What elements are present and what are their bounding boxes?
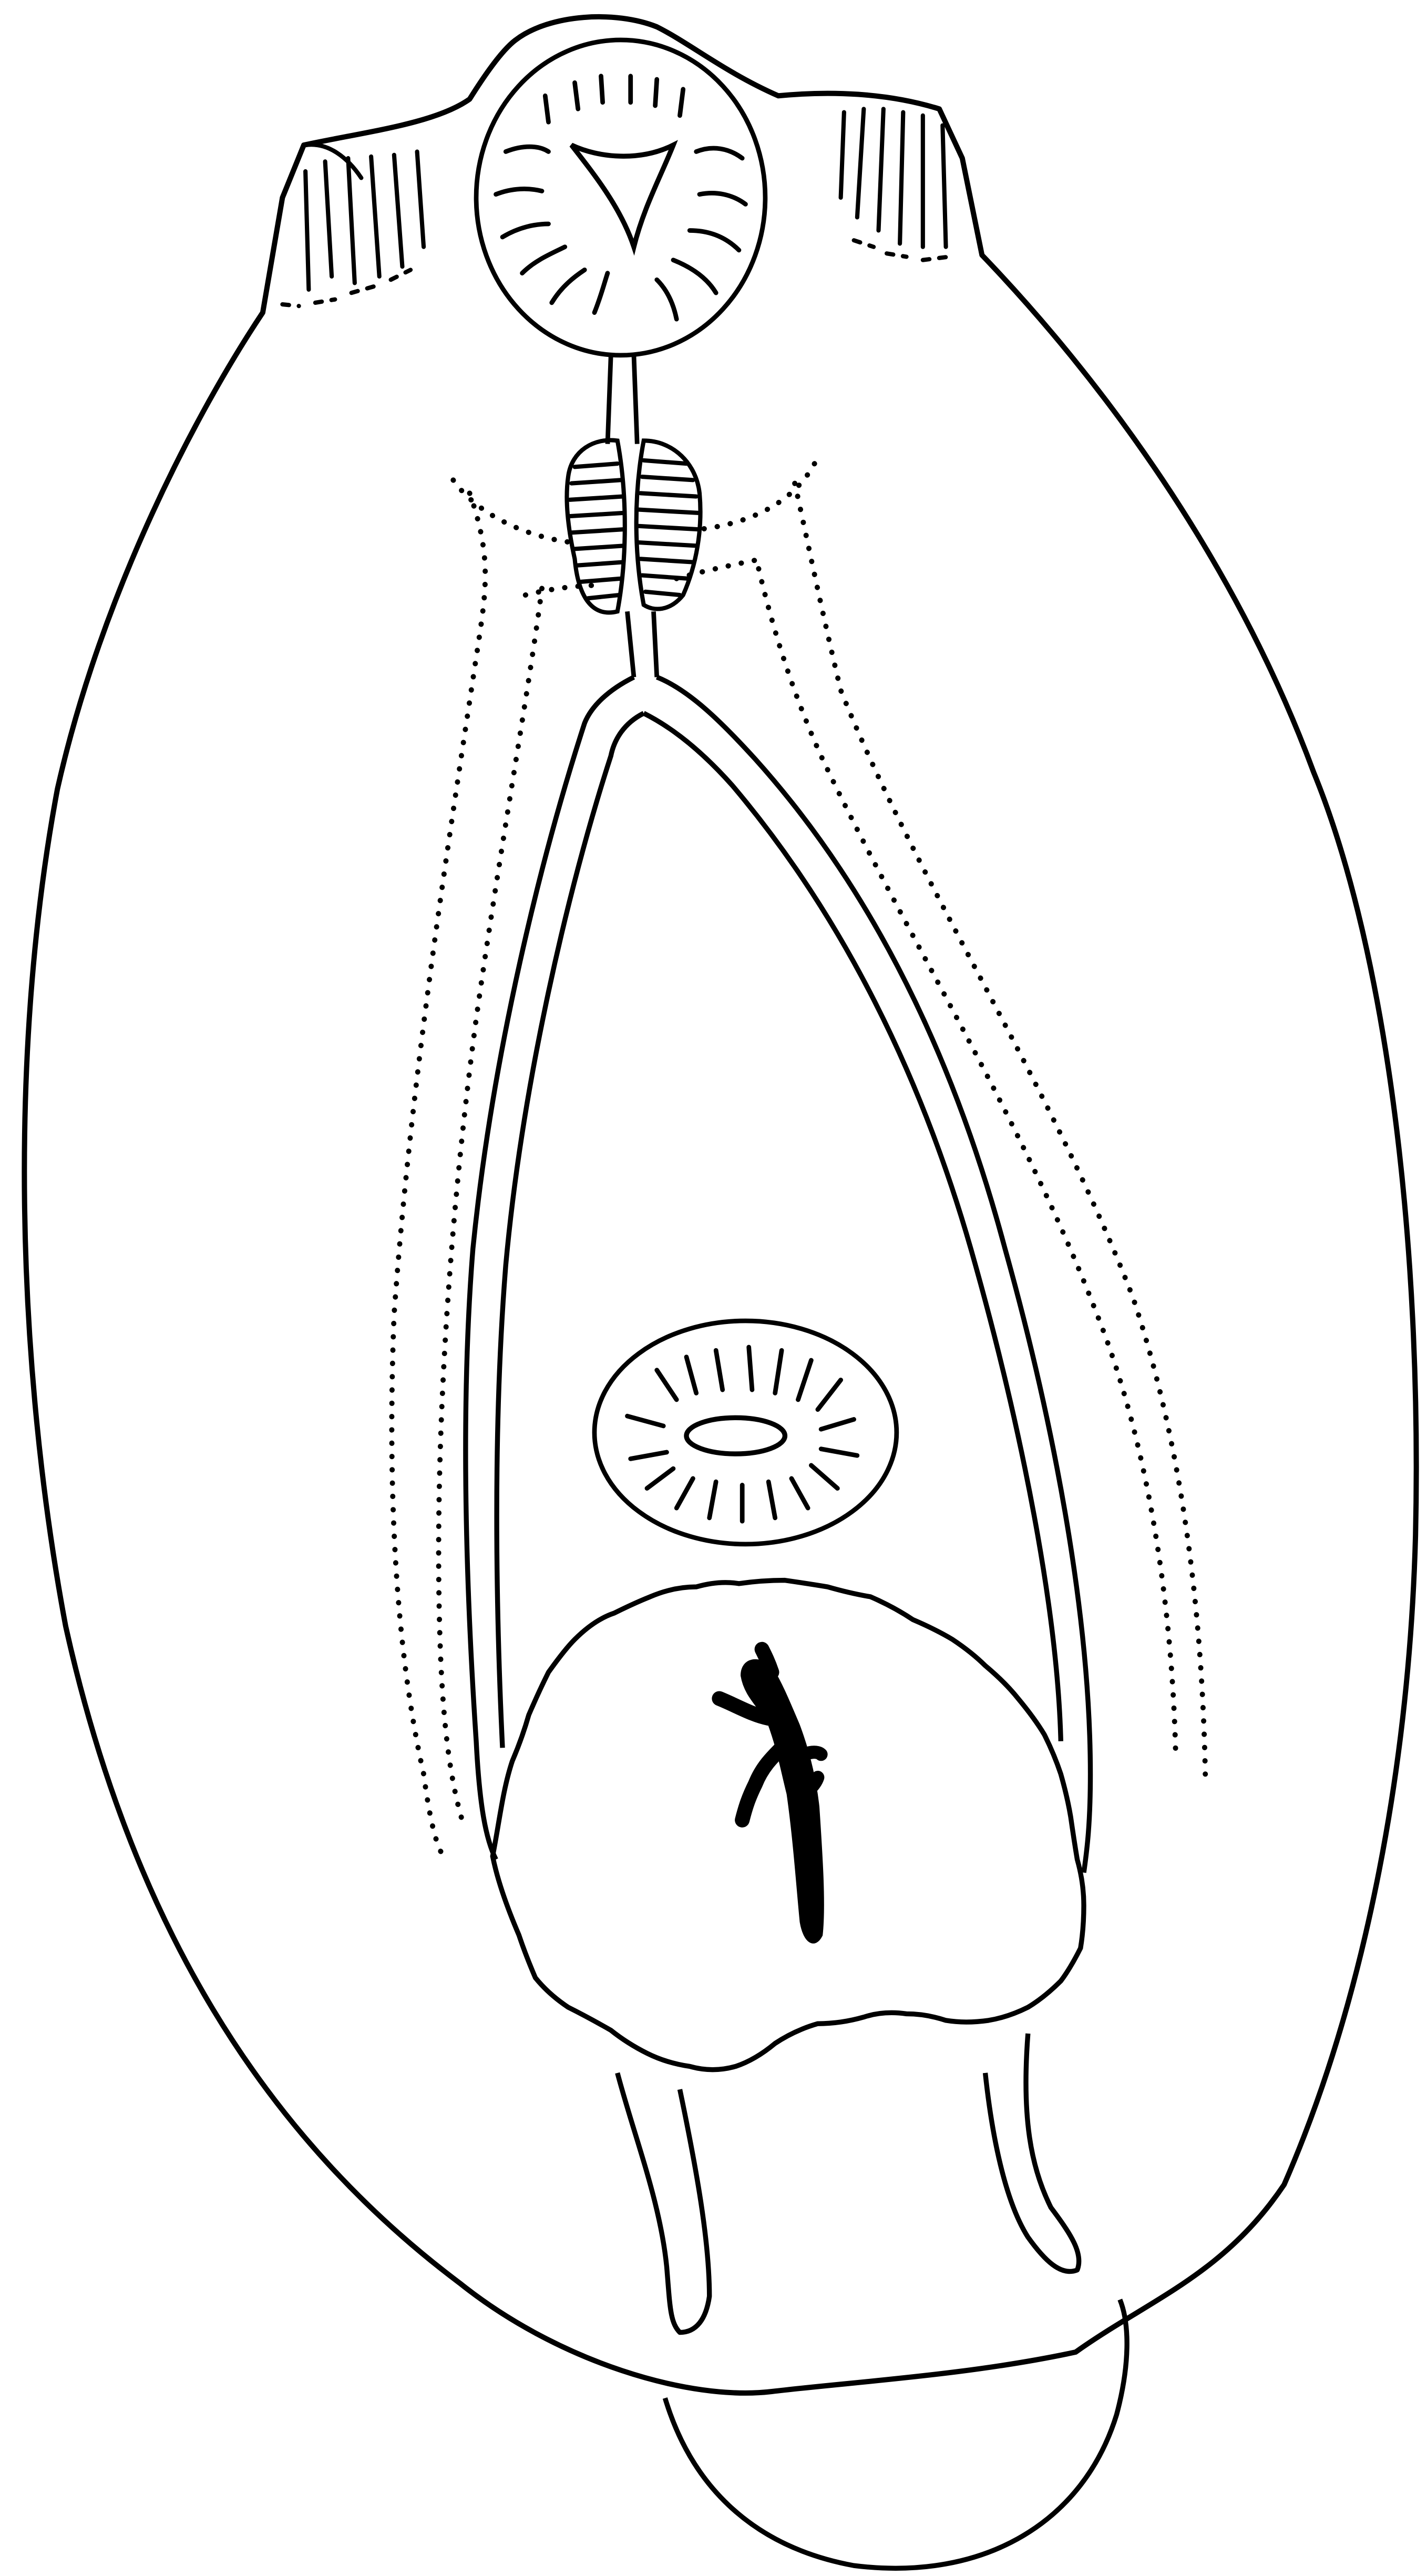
- body-outline: [24, 17, 1416, 2393]
- cirrus-sac: [719, 1649, 822, 1942]
- prepharynx: [608, 355, 637, 444]
- pharynx: [567, 440, 701, 612]
- ventral-sucker: [594, 1321, 897, 1544]
- left-lateral-lobe: [282, 145, 424, 306]
- oral-sucker: [476, 40, 765, 355]
- posterior-lobe: [665, 2300, 1127, 2568]
- right-lateral-lobe: [841, 109, 949, 260]
- esophagus: [627, 611, 656, 677]
- intestinal-caeca: [466, 677, 1091, 2332]
- testis: [492, 1581, 1084, 2070]
